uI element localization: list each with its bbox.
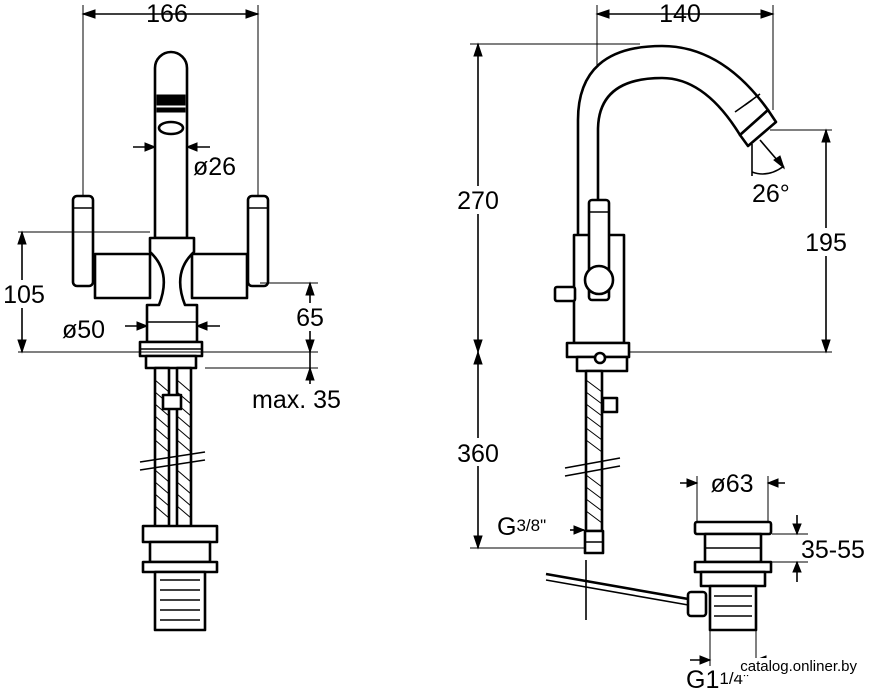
front-body: [145, 236, 199, 344]
side-spout: [576, 44, 778, 240]
dimension-spout-diameter: ø26: [133, 142, 236, 181]
side-view: 140 270: [448, 0, 854, 620]
label-spout-diameter: ø26: [193, 153, 236, 181]
dimension-handle-height: 65: [260, 281, 330, 354]
dimension-angle: 26°: [751, 139, 790, 208]
svg-text:G3/8": G3/8": [497, 513, 546, 541]
watermark: catalog.onliner.by: [738, 658, 859, 675]
label-reach: 140: [659, 0, 701, 28]
label-connection-thread: G3/8": [497, 513, 586, 541]
dimension-waste-height: 35-55: [772, 515, 865, 582]
label-hose-length: 360: [457, 440, 499, 468]
waste-body: [686, 520, 773, 632]
dimension-width-166: 166: [81, 0, 260, 205]
connection-fraction: 3/8": [516, 516, 546, 535]
left-handle: [71, 194, 152, 300]
connection-base: G: [497, 513, 516, 541]
label-height-270: 270: [457, 187, 499, 215]
front-waste: [141, 524, 219, 632]
popup-rod: [545, 560, 695, 620]
label-waste-height: 35-55: [801, 536, 865, 564]
label-handle-height: 65: [296, 304, 324, 332]
dimension-spout-height: 195: [630, 128, 854, 354]
side-body: [553, 198, 631, 373]
label-body-diameter: ø50: [62, 316, 105, 344]
label-height-105: 105: [3, 281, 45, 309]
front-spout: [153, 50, 189, 240]
label-spout-height: 195: [805, 229, 847, 257]
label-spout-angle: 26°: [752, 180, 790, 208]
front-hoses: [139, 366, 206, 530]
front-view: 166 ø26: [0, 0, 341, 632]
waste-thread-base: G1: [686, 666, 719, 691]
front-base: [138, 340, 204, 370]
waste-view: ø63 35-55: [680, 470, 865, 694]
dimension-waste-diameter: ø63: [680, 470, 785, 522]
dimension-reach-140: 140: [595, 0, 775, 200]
dimension-body-diameter: ø50: [62, 316, 220, 344]
dimension-height-105: 105: [0, 230, 318, 354]
label-width: 166: [146, 0, 188, 28]
side-hose: [564, 369, 621, 555]
dimension-height-270: 270: [448, 42, 640, 354]
label-deck-thickness: max. 35: [252, 386, 341, 414]
right-handle: [190, 194, 270, 300]
label-waste-diameter: ø63: [710, 470, 753, 498]
dimension-hose-length: 360: [448, 350, 586, 550]
dimension-deck-thickness: max. 35: [205, 352, 341, 414]
